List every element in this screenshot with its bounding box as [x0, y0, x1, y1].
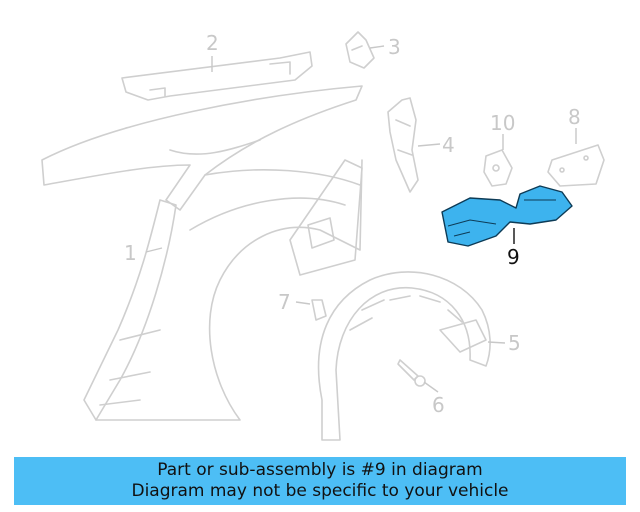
leader-3	[369, 45, 385, 49]
part-9-shape	[441, 185, 573, 247]
leader-7	[295, 301, 311, 305]
leader-1	[145, 247, 163, 253]
leader-5	[487, 341, 506, 344]
callout-5: 5	[508, 331, 521, 355]
callout-9: 9	[507, 245, 520, 269]
callout-3: 3	[388, 35, 401, 59]
part-6-fastener	[397, 359, 426, 387]
parts-diagram: 1 2 3 4 5 6 7 8 10 9	[41, 31, 605, 441]
part-3-bracket	[345, 31, 375, 69]
callout-1: 1	[124, 241, 137, 265]
callout-4: 4	[442, 133, 455, 157]
part-7-clip	[311, 299, 327, 321]
info-banner: Part or sub-assembly is #9 in diagram Di…	[14, 457, 626, 505]
part-5-wheelhouse-liner	[317, 271, 491, 441]
callout-8: 8	[568, 105, 581, 129]
part-1-quarter-panel	[41, 85, 363, 421]
part-8-plate	[547, 144, 605, 187]
callout-6: 6	[432, 393, 445, 417]
part-2-rail	[121, 51, 313, 101]
part-10-small-bracket	[483, 149, 513, 187]
part-9-highlighted	[441, 185, 573, 247]
banner-line-1: Part or sub-assembly is #9 in diagram	[157, 460, 483, 480]
leader-6	[423, 381, 439, 393]
leader-4	[417, 143, 441, 147]
callout-7: 7	[278, 290, 291, 314]
part-4-bracket	[387, 97, 419, 193]
callout-2: 2	[206, 31, 219, 55]
callout-10: 10	[490, 111, 515, 135]
banner-line-2: Diagram may not be specific to your vehi…	[131, 481, 509, 501]
